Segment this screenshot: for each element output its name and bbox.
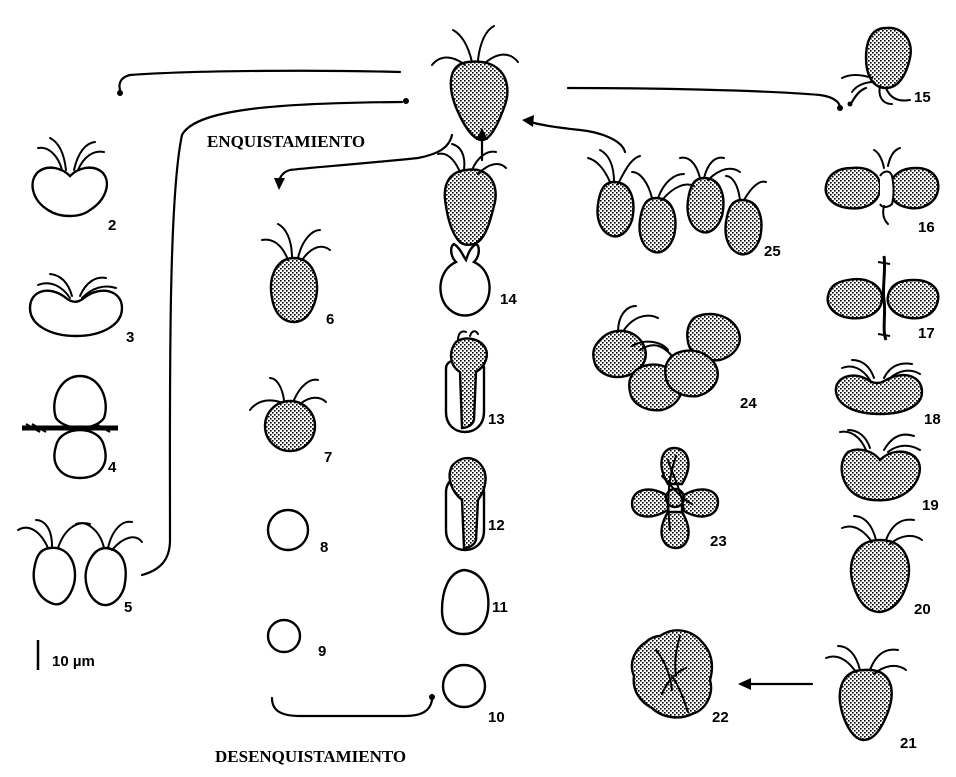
encystment-label: ENQUISTAMIENTO: [207, 132, 365, 151]
stage-10-cell: [443, 665, 485, 707]
stage-21-number: 21: [900, 735, 917, 752]
stage-2-cell: [33, 138, 107, 216]
stage-5-cell: [18, 520, 142, 605]
stage-19-cell: [840, 430, 920, 500]
stage-25-number: 25: [764, 243, 781, 260]
stage-15-number: 15: [914, 89, 931, 106]
stage-10-number: 10: [488, 709, 505, 726]
stage-2-number: 2: [108, 217, 116, 234]
stage-21-cell: [826, 646, 906, 740]
excystment-label: DESENQUISTAMIENTO: [215, 747, 406, 766]
stage-6-cell: [262, 224, 330, 322]
stage-7-number: 7: [324, 449, 332, 466]
arrow-25-to-top: [522, 115, 625, 152]
stage-24-cell: [593, 306, 740, 410]
stage-5-number: 5: [124, 599, 132, 616]
stage-13-number: 13: [488, 411, 505, 428]
stage-8-cell: [268, 510, 308, 550]
arrow-21-to-22: [738, 678, 812, 690]
stage-16-number: 16: [918, 219, 935, 236]
arrow-excyst: [272, 694, 435, 716]
stage-20-number: 20: [914, 601, 931, 618]
arrow-5-to-top: [142, 98, 409, 575]
stage-11-number: 11: [492, 599, 508, 616]
stage-25-cell: [588, 150, 766, 254]
scale-bar-label: 10 µm: [52, 653, 95, 670]
emerging-cell: [438, 144, 506, 245]
stage-15-cell: [842, 28, 911, 104]
stage-17-number: 17: [918, 325, 935, 342]
stage-3-cell: [30, 274, 122, 336]
stage-19-number: 19: [922, 497, 939, 514]
stage-12-cell: [446, 458, 486, 550]
stage-6-number: 6: [326, 311, 334, 328]
stage-4-cell: [22, 376, 118, 478]
stage-7-cell: [250, 378, 326, 451]
stage-11-cell: [442, 570, 488, 634]
stage-9-number: 9: [318, 643, 326, 660]
stage-3-number: 3: [126, 329, 134, 346]
stage-23-cell: [632, 448, 718, 548]
scale-bar: 10 µm: [38, 640, 95, 670]
stage-22-cell: [632, 630, 712, 717]
vegetative-cell-top: [432, 26, 518, 140]
arrow-top-left: [117, 71, 400, 96]
arrow-15-tail: [848, 88, 867, 107]
stage-13-cell: [446, 331, 487, 432]
stage-9-cell: [268, 620, 300, 652]
arrow-top-right: [568, 88, 843, 111]
stage-12-number: 12: [488, 517, 505, 534]
stage-16-cell: [826, 148, 939, 224]
stage-8-number: 8: [320, 539, 328, 556]
stage-24-number: 24: [740, 395, 757, 412]
stage-18-number: 18: [924, 411, 941, 428]
stage-18-cell: [836, 360, 922, 414]
stage-20-cell: [842, 516, 922, 612]
stage-14-cell: [440, 244, 489, 316]
stage-23-number: 23: [710, 533, 727, 550]
stage-4-number: 4: [108, 459, 117, 476]
stage-22-number: 22: [712, 709, 729, 726]
stage-14-number: 14: [500, 291, 517, 308]
